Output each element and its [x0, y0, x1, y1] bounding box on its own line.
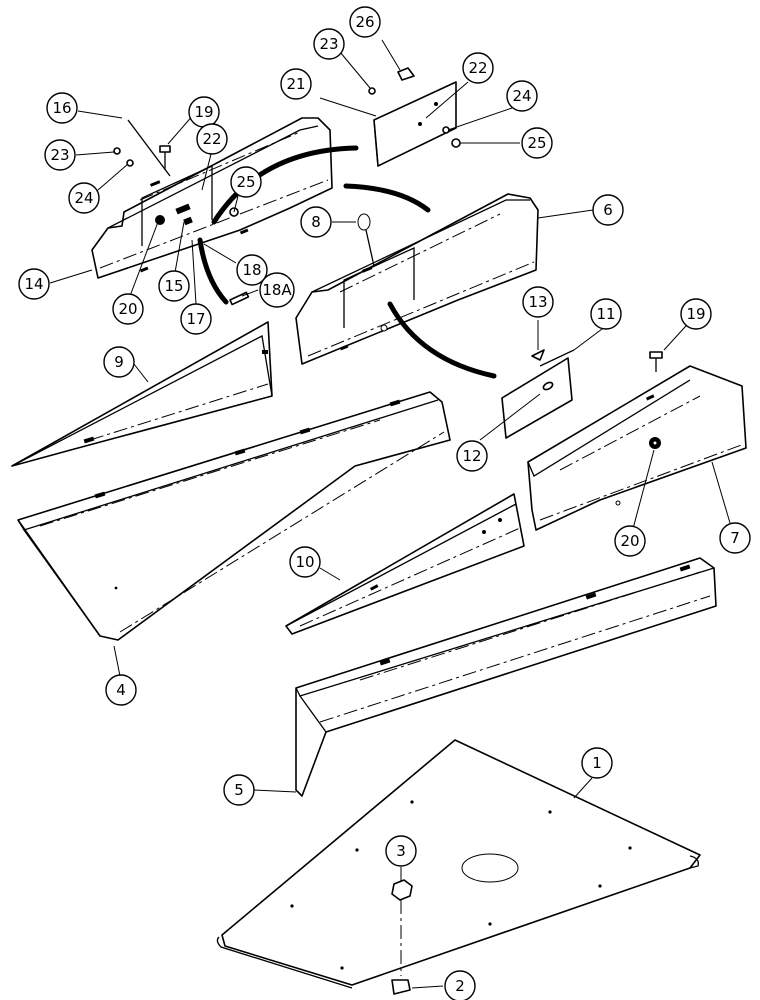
callout-13: 13 — [522, 286, 554, 318]
svg-text:5: 5 — [234, 781, 244, 799]
callout-8: 8 — [300, 206, 332, 238]
callout-19-right: 19 — [680, 298, 712, 330]
callout-24-left: 24 — [68, 182, 100, 214]
callout-22-left: 22 — [196, 123, 228, 155]
svg-text:26: 26 — [355, 13, 374, 31]
callout-5: 5 — [223, 774, 255, 806]
arc-arrow-middle — [343, 183, 431, 213]
arc-arrow-left — [197, 237, 229, 305]
svg-text:6: 6 — [603, 201, 613, 219]
callout-1: 1 — [581, 747, 613, 779]
callout-24-right: 24 — [506, 80, 538, 112]
svg-text:14: 14 — [24, 275, 43, 293]
callout-2: 2 — [444, 970, 476, 1000]
part-10-angled-strip — [285, 493, 525, 635]
part-9-spear-strip — [11, 321, 273, 467]
svg-text:22: 22 — [468, 59, 487, 77]
callout-15: 15 — [158, 270, 190, 302]
callout-19-left: 19 — [188, 96, 220, 128]
svg-text:8: 8 — [311, 213, 321, 231]
hardware-fasteners — [113, 67, 663, 995]
svg-text:22: 22 — [202, 130, 221, 148]
part-4-tapered-channel — [17, 391, 451, 641]
svg-text:19: 19 — [686, 305, 705, 323]
svg-text:12: 12 — [462, 447, 481, 465]
arc-arrow-upper — [211, 145, 359, 225]
part-21-cover-plate — [373, 81, 457, 167]
callout-3: 3 — [385, 835, 417, 867]
callout-10: 10 — [289, 546, 321, 578]
callout-9: 9 — [103, 346, 135, 378]
callout-11: 11 — [590, 298, 622, 330]
svg-text:10: 10 — [295, 553, 314, 571]
callout-25-right: 25 — [521, 127, 553, 159]
svg-text:11: 11 — [596, 305, 615, 323]
callout-22-right: 22 — [462, 52, 494, 84]
part-11-cover-plate — [501, 349, 575, 439]
callout-12: 12 — [456, 440, 488, 472]
callout-17: 17 — [180, 303, 212, 335]
svg-text:24: 24 — [74, 189, 93, 207]
svg-text:21: 21 — [286, 75, 305, 93]
svg-text:20: 20 — [620, 532, 639, 550]
svg-text:9: 9 — [114, 353, 124, 371]
callout-21: 21 — [280, 68, 312, 100]
callout-20-left: 20 — [112, 293, 144, 325]
callout-14: 14 — [18, 268, 50, 300]
part-5-long-channel — [295, 557, 717, 797]
svg-text:7: 7 — [730, 529, 740, 547]
callout-25-left: 25 — [230, 166, 262, 198]
callout-18a: 18A — [259, 272, 295, 308]
callout-18: 18 — [236, 254, 268, 286]
part-7-side-panel — [527, 365, 747, 531]
svg-text:25: 25 — [527, 134, 546, 152]
svg-text:13: 13 — [528, 293, 547, 311]
callout-16: 16 — [46, 92, 78, 124]
svg-text:23: 23 — [50, 146, 69, 164]
svg-text:18A: 18A — [262, 281, 292, 299]
callout-4: 4 — [105, 674, 137, 706]
callout-20-right: 20 — [614, 525, 646, 557]
arc-arrow-lower — [387, 301, 497, 379]
svg-text:25: 25 — [236, 173, 255, 191]
svg-text:15: 15 — [164, 277, 183, 295]
svg-text:20: 20 — [118, 300, 137, 318]
svg-text:4: 4 — [116, 681, 126, 699]
callout-23-left: 23 — [44, 139, 76, 171]
leader-lines — [49, 39, 731, 989]
callout-26: 26 — [349, 6, 381, 38]
svg-text:23: 23 — [319, 35, 338, 53]
callout-7: 7 — [719, 522, 751, 554]
svg-text:1: 1 — [592, 754, 602, 772]
part-6-side-panel — [295, 193, 539, 365]
svg-text:19: 19 — [194, 103, 213, 121]
svg-text:16: 16 — [52, 99, 71, 117]
svg-text:17: 17 — [186, 310, 205, 328]
callout-6: 6 — [592, 194, 624, 226]
svg-text:24: 24 — [512, 87, 531, 105]
callout-23-right: 23 — [313, 28, 345, 60]
part-1-bottom-pan — [216, 739, 701, 989]
svg-text:2: 2 — [455, 977, 465, 995]
svg-text:18: 18 — [242, 261, 261, 279]
svg-text:3: 3 — [396, 842, 406, 860]
